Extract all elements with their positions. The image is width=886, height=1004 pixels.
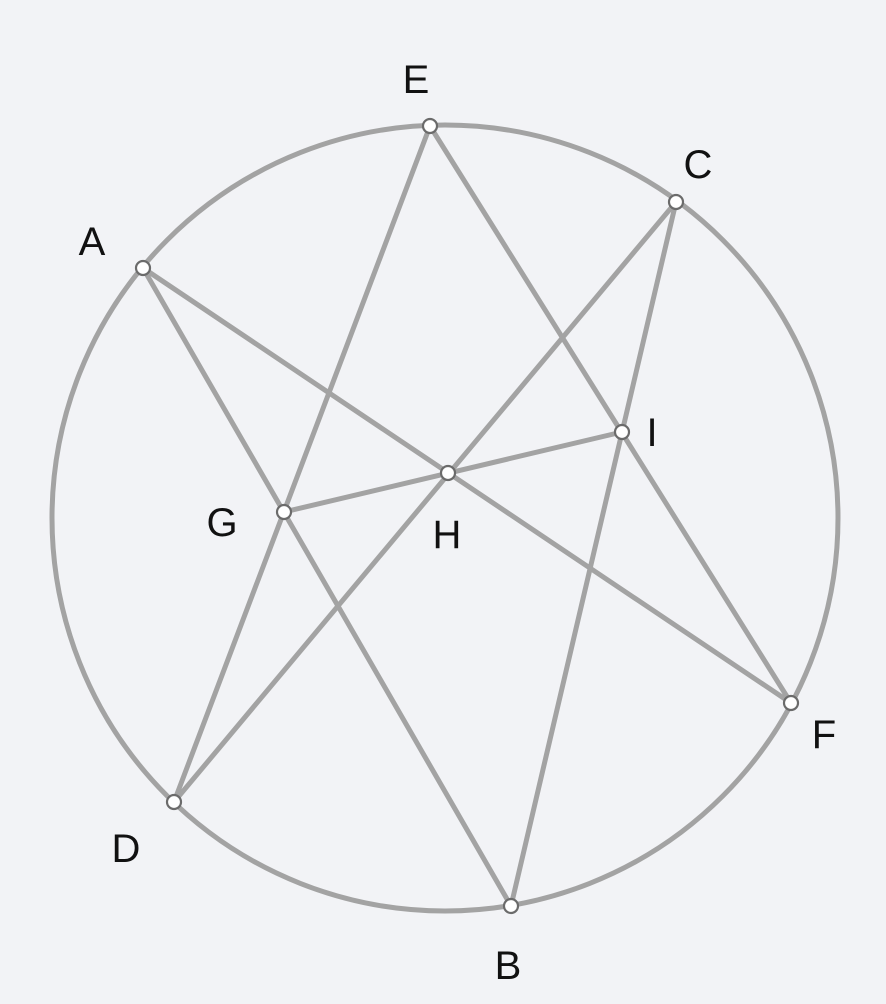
segment-ef (427, 123, 794, 706)
point-label-b: B (495, 944, 522, 988)
segment-af (140, 265, 794, 706)
point-h (439, 464, 457, 482)
point-b (502, 897, 520, 915)
point-g (275, 503, 293, 521)
circumcircle (49, 122, 841, 914)
point-label-a: A (79, 220, 106, 264)
point-label-i: I (646, 411, 657, 455)
point-i (613, 423, 631, 441)
point-a (134, 259, 152, 277)
segment-ab (140, 265, 514, 909)
point-label-h: H (433, 513, 462, 557)
segment-cb (508, 199, 679, 909)
point-label-e: E (403, 58, 430, 102)
point-label-c: C (684, 143, 713, 187)
point-f (782, 694, 800, 712)
point-c (667, 193, 685, 211)
point-label-f: F (812, 713, 836, 757)
segment-cd (171, 199, 679, 805)
point-label-g: G (206, 501, 237, 545)
points-group (134, 117, 800, 915)
point-d (165, 793, 183, 811)
segment-ed (171, 123, 433, 805)
point-e (421, 117, 439, 135)
point-label-d: D (112, 827, 141, 871)
labels-group: A B C D E F G H I (79, 58, 837, 988)
segments-group (140, 123, 794, 909)
